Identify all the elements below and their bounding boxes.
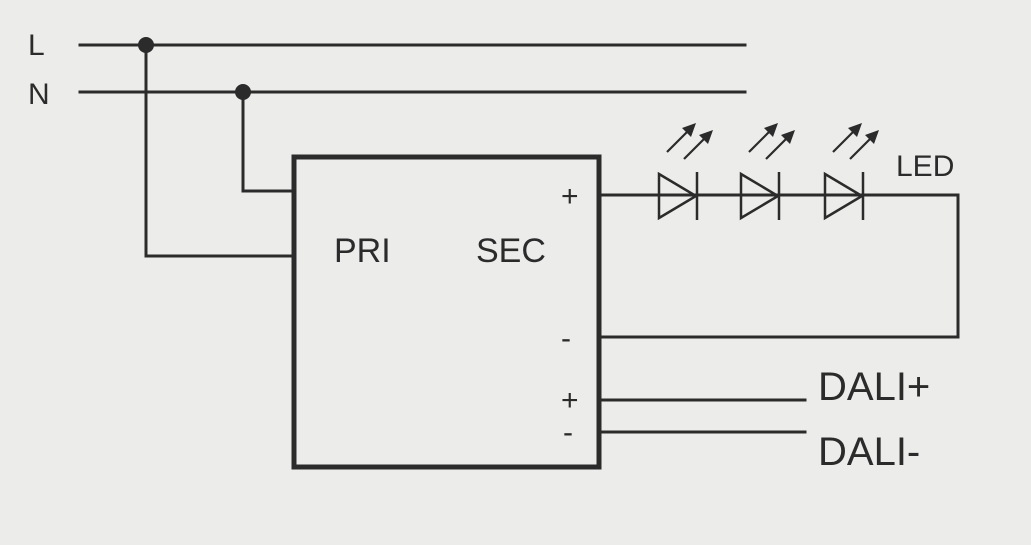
led-diode-1: [657, 123, 713, 221]
label-led: LED: [896, 150, 954, 183]
driver-box: [291, 154, 602, 470]
label-dali-plus-pin: +: [561, 384, 579, 417]
label-dali-minus-pin: -: [563, 416, 573, 449]
wire-n-to-pri: [241, 90, 294, 193]
wire-l-to-pri: [144, 43, 294, 258]
label-l: L: [28, 29, 45, 62]
label-sec: SEC: [476, 232, 546, 270]
label-dali-plus: DALI+: [818, 365, 930, 409]
led-diode-3: [823, 123, 879, 221]
label-n: N: [28, 78, 50, 111]
label-sec-plus: +: [561, 180, 579, 213]
label-sec-minus: -: [561, 322, 571, 355]
label-dali-minus: DALI-: [818, 430, 920, 474]
led-diode-2: [739, 123, 795, 221]
label-pri: PRI: [334, 232, 391, 270]
